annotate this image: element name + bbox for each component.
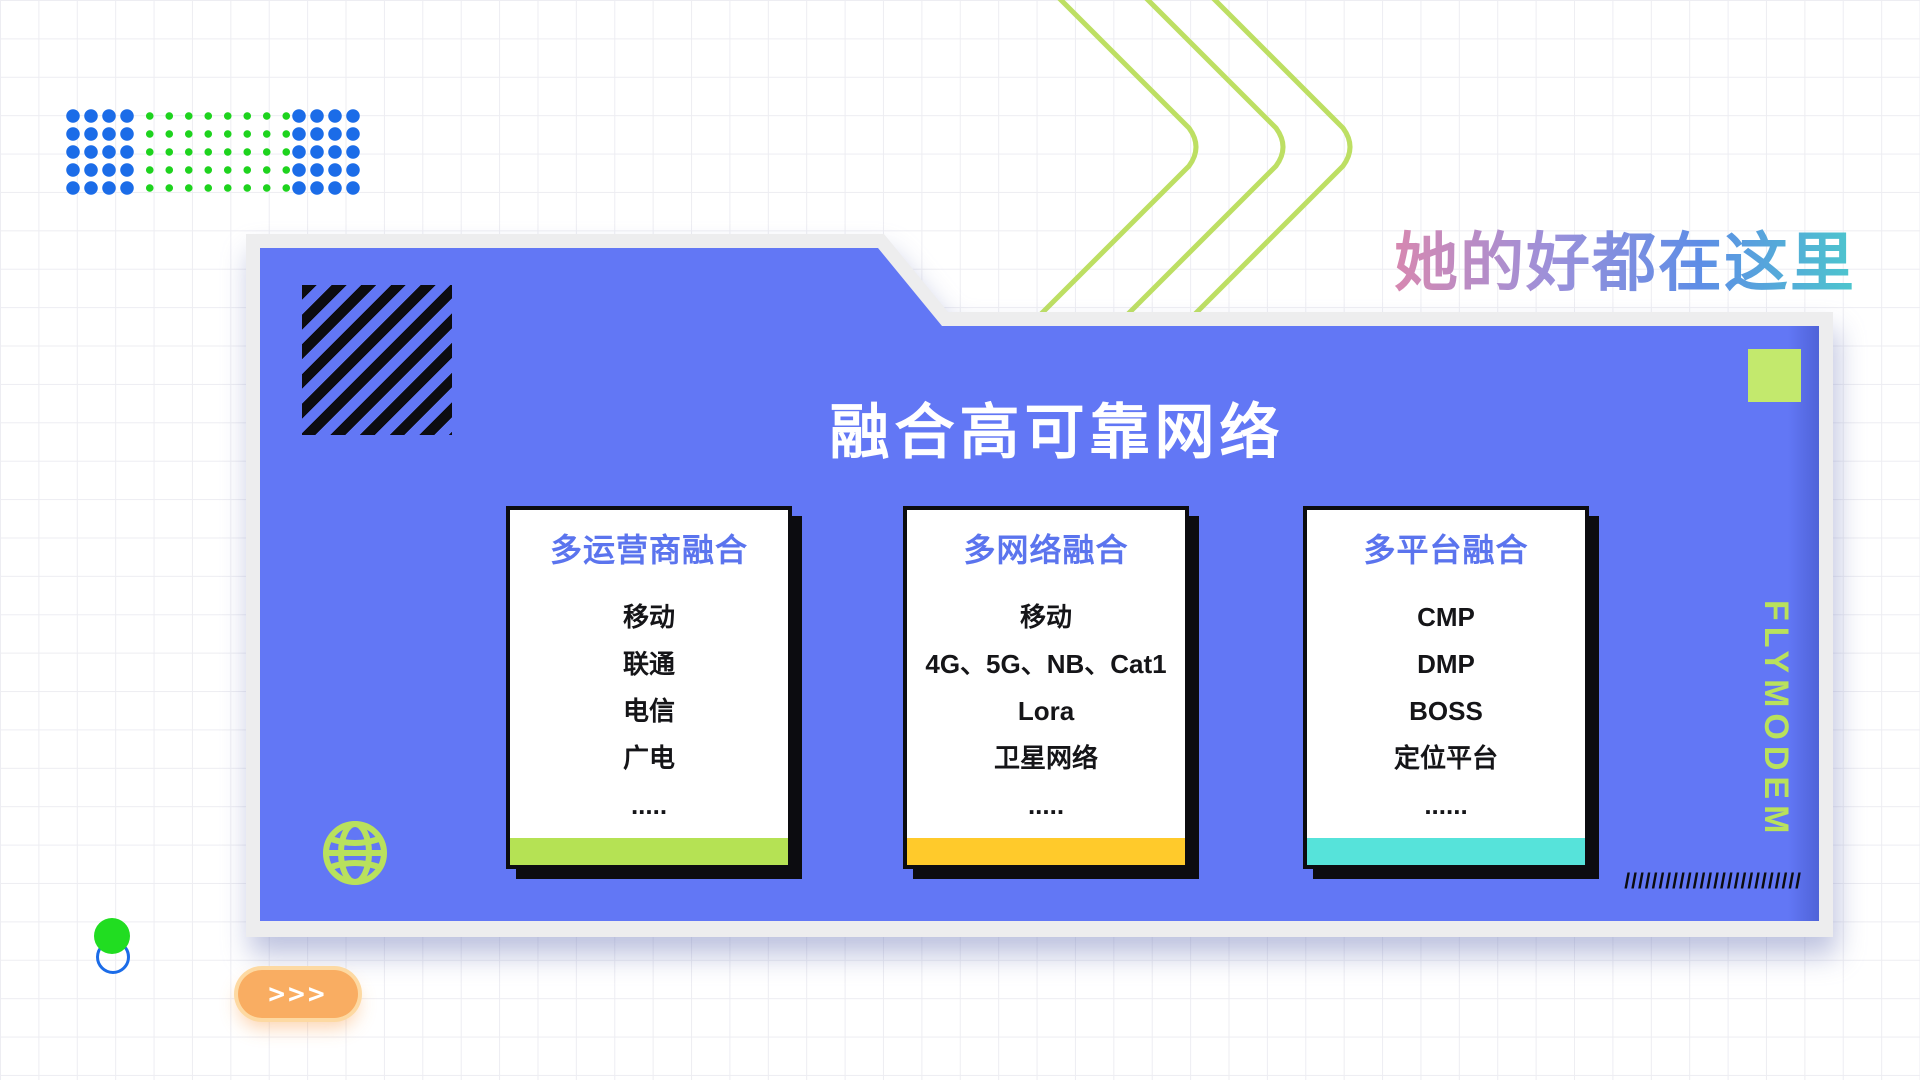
card-item: ..... <box>630 790 668 820</box>
feature-card-platforms: 多平台融合 CMP DMP BOSS 定位平台 ...... <box>1303 506 1589 869</box>
card-item: DMP <box>1417 649 1475 679</box>
card-title: 多运营商融合 <box>549 532 748 568</box>
card-accent-bar <box>1307 838 1585 865</box>
card-item: BOSS <box>1409 696 1483 726</box>
card-item: 移动 <box>622 602 675 632</box>
card-item-list: CMP DMP BOSS 定位平台 ...... <box>1307 594 1585 829</box>
card-accent-bar <box>510 838 788 865</box>
card-item: CMP <box>1417 602 1475 632</box>
card-title: 多网络融合 <box>963 532 1129 568</box>
card-item: 4G、5G、NB、Cat1 <box>925 649 1167 679</box>
slashes-decor: ////////////////////////// <box>1624 870 1802 893</box>
card-item: 定位平台 <box>1393 743 1498 773</box>
globe-icon <box>323 821 387 885</box>
main-panel: 融合高可靠网络 多运营商融合 移动 联通 电信 广电 ..... 多网络融合 移… <box>246 234 1833 937</box>
panel-title: 融合高可靠网络 <box>829 399 1285 466</box>
card-item: 广电 <box>622 743 675 773</box>
diagonal-stripes-decor <box>302 285 452 435</box>
card-item: 电信 <box>622 696 675 726</box>
card-item: ..... <box>1027 790 1065 820</box>
brand-side-label: FLYMODEM <box>1757 600 1795 840</box>
card-item-list: 移动 4G、5G、NB、Cat1 Lora 卫星网络 ..... <box>907 594 1185 829</box>
feature-card-networks: 多网络融合 移动 4G、5G、NB、Cat1 Lora 卫星网络 ..... <box>903 506 1189 869</box>
green-dot-decor <box>94 918 130 954</box>
card-item: 卫星网络 <box>993 743 1098 773</box>
feature-card-carriers: 多运营商融合 移动 联通 电信 广电 ..... <box>506 506 792 869</box>
green-square-decor <box>1748 349 1801 402</box>
card-item: Lora <box>1017 696 1075 726</box>
dot-grid-green-mid <box>140 107 296 197</box>
card-item: 移动 <box>1019 602 1072 632</box>
card-item-list: 移动 联通 电信 广电 ..... <box>510 594 788 829</box>
chevron-lines-decor-icon <box>945 0 1353 410</box>
slogan-text: 她的好都在这里 <box>1394 212 1856 304</box>
dot-grid-blue-right <box>290 107 362 197</box>
panel-body: 融合高可靠网络 多运营商融合 移动 联通 电信 广电 ..... 多网络融合 移… <box>260 248 1819 921</box>
card-item: 联通 <box>622 649 675 679</box>
card-accent-bar <box>907 838 1185 865</box>
next-button[interactable]: >>> <box>238 970 358 1018</box>
card-item: ...... <box>1424 790 1468 820</box>
dot-grid-blue-left <box>64 107 136 197</box>
card-title: 多平台融合 <box>1363 532 1529 568</box>
